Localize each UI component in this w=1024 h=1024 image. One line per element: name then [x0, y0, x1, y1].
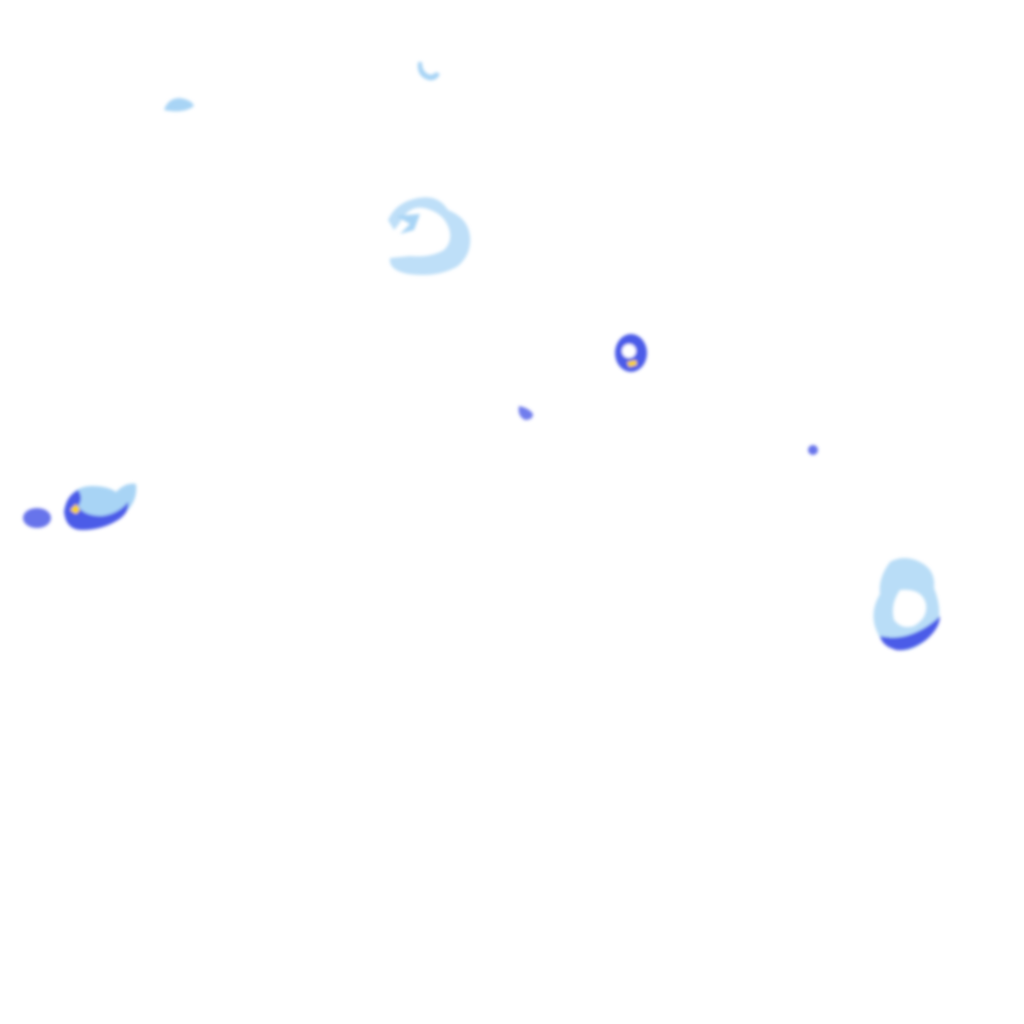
precip-core-gap: [622, 344, 636, 358]
precip-core: [627, 360, 637, 367]
precip-cell: [518, 406, 533, 420]
precip-cell: [873, 558, 940, 651]
precip-cell: [396, 214, 420, 234]
precip-cell: [808, 445, 818, 455]
precip-cell: [23, 508, 51, 528]
precip-cell: [164, 98, 194, 112]
precip-cell: [880, 616, 940, 651]
precip-cell: [417, 62, 440, 81]
precip-core: [70, 504, 80, 514]
precip-cell: [388, 197, 471, 275]
precip-cell: [64, 490, 129, 530]
